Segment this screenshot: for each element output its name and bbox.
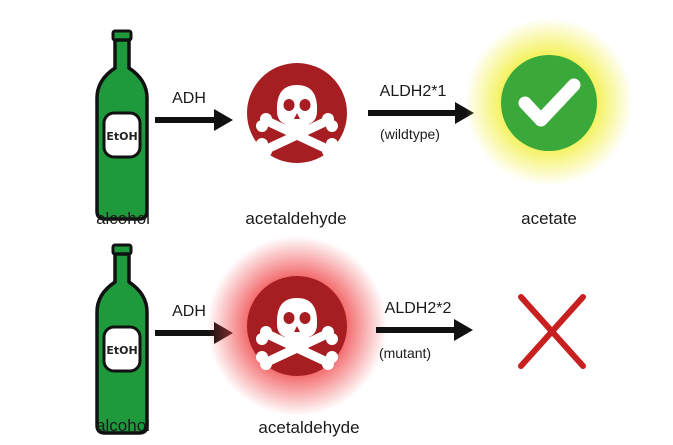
bottle-label: EtOH bbox=[106, 344, 137, 357]
acetate-check-badge bbox=[465, 18, 633, 186]
enzyme-label-adh-top: ADH bbox=[172, 90, 206, 107]
substrate-label-top: alcohol bbox=[96, 209, 150, 228]
cross-icon bbox=[518, 294, 586, 369]
arrow-aldh2-wildtype bbox=[368, 102, 474, 124]
alcohol-bottle-bottom: EtOH bbox=[95, 243, 149, 435]
enzyme-label-adh-bottom: ADH bbox=[172, 303, 206, 320]
enzyme-label-aldh2-1: ALDH2*1 bbox=[379, 83, 447, 100]
enzyme-label-aldh2-2: ALDH2*2 bbox=[384, 300, 452, 317]
arrow-adh-top bbox=[155, 109, 233, 131]
variant-label-wildtype: (wildtype) bbox=[380, 126, 440, 142]
alcohol-bottle-top: EtOH bbox=[95, 29, 149, 221]
substrate-label-bottom: alcohol bbox=[96, 416, 150, 435]
bottle-label: EtOH bbox=[106, 130, 137, 143]
intermediate-label-bottom: acetaldehyde bbox=[258, 418, 360, 437]
intermediate-label-top: acetaldehyde bbox=[245, 209, 347, 228]
arrow-aldh2-mutant bbox=[376, 319, 473, 341]
product-label-acetate: acetate bbox=[521, 209, 577, 228]
acetaldehyde-badge-bottom bbox=[207, 236, 387, 416]
variant-label-mutant: (mutant) bbox=[378, 345, 432, 361]
acetaldehyde-badge-top bbox=[247, 63, 347, 163]
checkmark-icon bbox=[518, 78, 581, 127]
